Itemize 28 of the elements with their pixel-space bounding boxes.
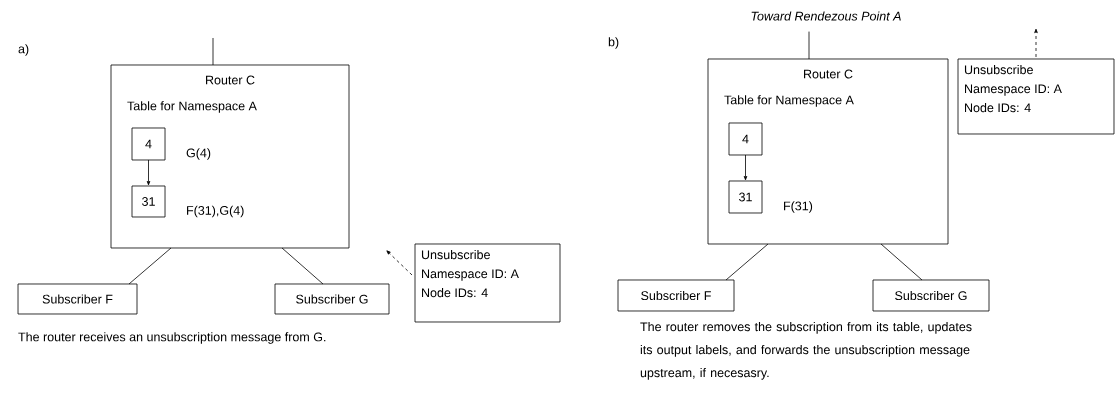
subscriber-box: Subscriber F — [17, 283, 138, 315]
table-entry-box: 31 — [728, 180, 763, 214]
message-box: Unsubscribe Namespace ID: A Node IDs: 4 — [414, 243, 561, 323]
connector-line — [808, 31, 810, 60]
arrow — [743, 154, 748, 181]
output-label: F(31),G(4) — [187, 205, 244, 218]
output-label: G(4) — [186, 148, 211, 160]
connector-line — [281, 247, 324, 285]
connector-line — [128, 247, 172, 285]
arrow — [1034, 28, 1038, 58]
subscriber-box: Subscriber F — [617, 279, 735, 312]
connector-line — [725, 243, 769, 281]
arrow — [386, 250, 413, 276]
direction-text: Toward Rendezous Point A — [751, 11, 901, 21]
panel-letter: b) — [608, 37, 619, 49]
table-entry-box: 4 — [131, 127, 166, 161]
caption-text: The router removes the subscription from its table, updates its output labels, and forwards the unsubscription message upstream, if necesasry. — [640, 322, 972, 380]
subscriber-box: Subscriber G — [274, 283, 390, 315]
connector-line — [880, 243, 923, 281]
panel-letter: a) — [18, 44, 29, 56]
message-box: Unsubscribe Namespace ID: A Node IDs: 4 — [957, 58, 1115, 135]
connector-line — [212, 37, 214, 66]
subscriber-box: Subscriber G — [872, 279, 990, 312]
caption-text: The router receives an unsubscription message from G. — [18, 332, 326, 344]
output-label: F(31) — [784, 201, 813, 213]
table-entry-box: 4 — [728, 122, 763, 156]
arrow — [146, 159, 151, 186]
table-entry-box: 31 — [131, 185, 166, 218]
